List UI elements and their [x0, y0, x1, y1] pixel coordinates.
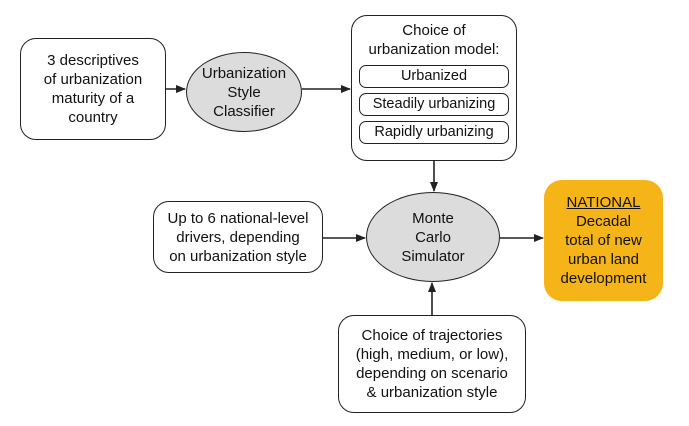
drivers-line-2: drivers, depending [176, 228, 300, 246]
trajectories-box: Choice of trajectories (high, medium, or… [338, 315, 526, 413]
national-line-3: urban land [568, 251, 639, 268]
trajectories-line-2: (high, medium, or low), [355, 346, 509, 363]
descriptives-line-4: country [68, 109, 118, 126]
classifier-ellipse: Urbanization Style Classifier [186, 52, 302, 132]
option-urbanized: Urbanized [359, 65, 509, 88]
drivers-line-3: on urbanization style [169, 247, 307, 265]
simulator-line-3: Simulator [401, 247, 465, 265]
simulator-line-2: Carlo [415, 228, 451, 246]
trajectories-line-3: depending on scenario [356, 365, 508, 382]
descriptives-line-1: 3 descriptives [47, 52, 139, 69]
national-line-4: development [560, 270, 647, 287]
model-choice-title: Choice of urbanization model: [369, 21, 500, 59]
descriptives-line-3: maturity of a [51, 90, 135, 107]
simulator-line-1: Monte [412, 209, 454, 227]
model-title-line-2: urbanization model: [368, 41, 500, 58]
classifier-line-2: Style [227, 83, 261, 101]
simulator-ellipse: Monte Carlo Simulator [366, 192, 500, 282]
national-line-2: total of new [565, 232, 642, 249]
classifier-line-3: Classifier [213, 102, 275, 120]
drivers-box: Up to 6 national-level drivers, dependin… [153, 201, 323, 273]
classifier-line-1: Urbanization [201, 64, 287, 82]
option-rapidly-urbanizing: Rapidly urbanizing [359, 121, 509, 144]
drivers-line-1: Up to 6 national-level [167, 209, 309, 227]
model-title-line-1: Choice of [402, 22, 466, 39]
option-steadily-urbanizing: Steadily urbanizing [359, 93, 509, 116]
national-output-box: NATIONAL Decadal total of new urban land… [544, 180, 663, 301]
descriptives-box: 3 descriptives of urbanization maturity … [20, 38, 166, 140]
descriptives-line-2: of urbanization [43, 71, 143, 88]
model-choice-box: Choice of urbanization model: Urbanized … [351, 15, 517, 161]
national-heading: NATIONAL [566, 194, 641, 211]
trajectories-line-4: & urbanization style [366, 384, 498, 401]
national-line-1: Decadal [575, 213, 632, 230]
trajectories-line-1: Choice of trajectories [361, 327, 503, 344]
